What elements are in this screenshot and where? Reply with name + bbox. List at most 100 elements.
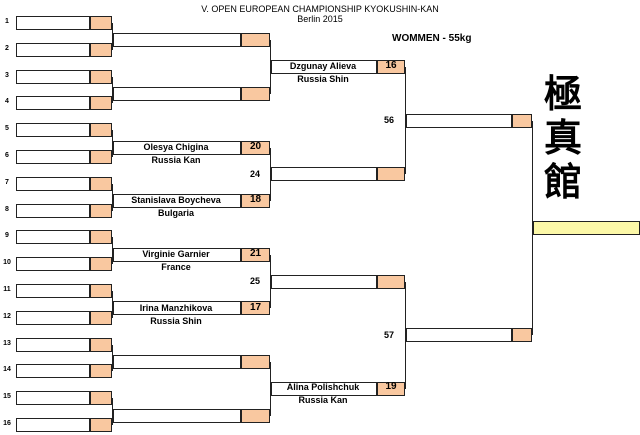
competitor-country: Russia Kan: [298, 395, 348, 405]
entry-slot: [16, 418, 90, 432]
bout-number: 25: [250, 276, 261, 286]
bracket-line: [112, 23, 113, 50]
entry-slot: [16, 96, 90, 111]
kyokushin-kan-logo: 極 真 館: [543, 72, 583, 204]
competitor-country: Russia Shin: [297, 74, 349, 84]
points-box: [241, 33, 270, 48]
seed-number: 8: [5, 205, 9, 213]
competitor-score: 16: [385, 60, 397, 71]
competitor-name: Virginie Garnier: [142, 249, 210, 259]
points-box: [241, 247, 270, 262]
bracket-line: [270, 362, 271, 416]
seed-number: 4: [5, 98, 9, 106]
bracket-line: [112, 344, 113, 372]
points-box: [90, 96, 112, 111]
logo-character: 真: [543, 115, 582, 160]
competitor-name: Dzgunay Alieva: [289, 61, 357, 71]
entry-slot: [16, 337, 90, 352]
entry-slot: [16, 310, 90, 325]
seed-number: 7: [5, 178, 9, 186]
seed-number: 11: [3, 286, 11, 293]
round2-slot: [113, 87, 241, 101]
bracket-line: [270, 254, 271, 309]
points-box: [90, 391, 112, 406]
logo-character: 極: [543, 71, 582, 116]
seed-number: 5: [5, 125, 9, 133]
bout-number: 24: [250, 169, 261, 179]
seed-number: 9: [5, 232, 9, 240]
points-box: [241, 355, 270, 369]
round2-slot: [113, 140, 241, 155]
round3-slot: [271, 60, 377, 75]
bracket-line: [270, 147, 271, 202]
entry-slot: [16, 150, 90, 164]
points-box: [241, 87, 270, 101]
seed-number: 14: [3, 366, 11, 374]
bracket-line: [112, 130, 113, 157]
seed-number: 12: [3, 312, 11, 320]
round2-slot: [113, 355, 241, 369]
seed-number: 1: [5, 18, 9, 25]
round2-slot: [113, 194, 241, 209]
competitor-country: Russia Kan: [151, 155, 201, 165]
seed-number: 2: [5, 44, 9, 52]
seed-number: 13: [3, 339, 11, 347]
bracket-line: [112, 237, 113, 265]
round2-slot: [113, 408, 241, 423]
bracket-line: [532, 120, 533, 336]
entry-slot: [16, 42, 90, 57]
points-box: [241, 408, 270, 423]
round2-slot: [113, 247, 241, 262]
points-box: [241, 301, 270, 316]
weight-category: WOMMEN - 55kg: [392, 33, 472, 44]
competitor-score: 17: [249, 302, 262, 313]
points-box: [90, 16, 112, 30]
points-box: [90, 418, 112, 432]
bracket-line: [405, 67, 406, 175]
entry-slot: [16, 69, 90, 84]
competitor-country: France: [161, 262, 191, 272]
competitor-score: 19: [385, 381, 397, 392]
championship-title: V. OPEN EUROPEAN CHAMPIONSHIP KYOKUSHIN-…: [201, 4, 439, 14]
points-box: [377, 381, 405, 396]
points-box: [90, 176, 112, 191]
bracket-line: [270, 40, 271, 94]
points-box: [90, 150, 112, 164]
seed-number: 15: [3, 393, 11, 401]
seed-number: 10: [3, 259, 11, 267]
competitor-score: 18: [249, 194, 262, 205]
competitor-name: Alina Polishchuk: [286, 382, 360, 392]
points-box: [512, 328, 532, 343]
bout-number: 57: [384, 330, 395, 340]
seed-number: 6: [5, 152, 9, 159]
bracket-line: [112, 291, 113, 318]
competitor-name: Stanislava Boycheva: [131, 195, 221, 205]
competitor-country: Russia Shin: [150, 316, 202, 326]
entry-slot: [16, 230, 90, 245]
round3-slot: [271, 167, 377, 182]
points-box: [377, 274, 405, 289]
round2-slot: [113, 33, 241, 48]
entry-slot: [16, 391, 90, 406]
entry-slot: [16, 284, 90, 298]
bout-number: 56: [384, 115, 395, 125]
entry-slot: [16, 364, 90, 379]
competitor-score: 21: [249, 248, 262, 259]
bracket-line: [112, 76, 113, 104]
entry-slot: [16, 257, 90, 272]
bracket-line: [112, 398, 113, 425]
points-box: [90, 230, 112, 245]
points-box: [377, 167, 405, 182]
competitor-country: Bulgaria: [157, 208, 194, 218]
competitor-name: Olesya Chigina: [143, 142, 209, 152]
seed-number: 16: [3, 420, 11, 427]
points-box: [90, 123, 112, 138]
seed-number: 3: [5, 71, 9, 79]
points-box: [90, 257, 112, 272]
points-box: [241, 140, 270, 155]
champion-slot: [533, 221, 640, 235]
round3-slot: [271, 274, 377, 289]
points-box: [512, 113, 532, 128]
points-box: [90, 337, 112, 352]
semifinal-slot: [406, 328, 512, 343]
